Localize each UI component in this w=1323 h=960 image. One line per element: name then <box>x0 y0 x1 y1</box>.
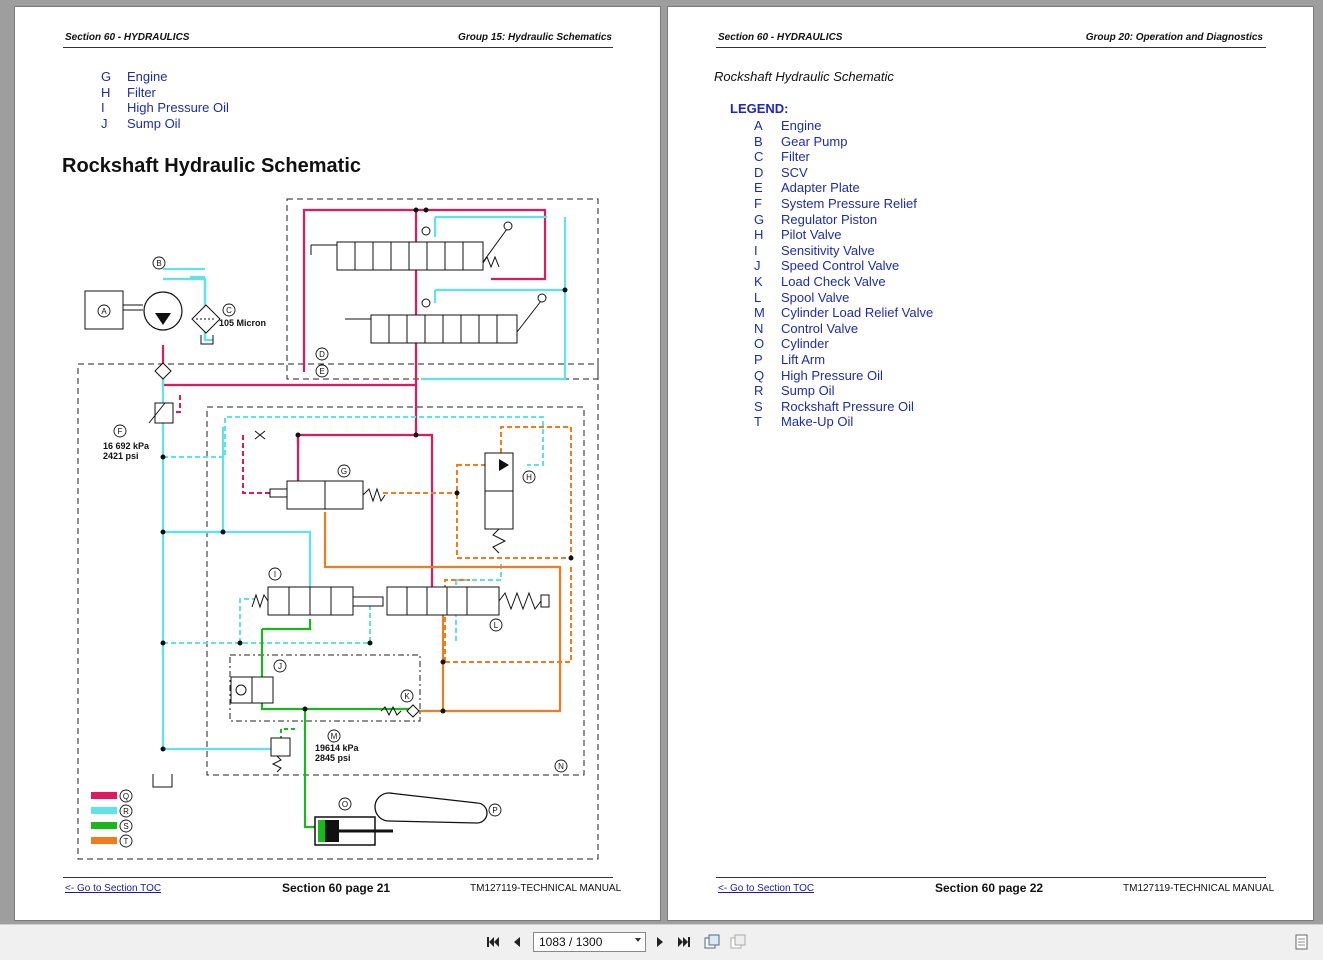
system-pressure-relief <box>154 402 174 424</box>
right-header-group: Group 20: Operation and Diagnostics <box>1085 32 1263 43</box>
lift-arm <box>388 792 488 824</box>
legend-heading: LEGEND: <box>730 101 789 116</box>
svg-text:S: S <box>123 822 128 831</box>
page-number: Section 60 page 21 <box>282 881 391 895</box>
go-to-section-toc-link[interactable]: <- Go to Section TOC <box>65 883 162 894</box>
svg-text:N: N <box>558 762 564 771</box>
page-number: Section 60 page 22 <box>935 881 1044 895</box>
adapter-plate-boundary <box>77 363 599 860</box>
svg-text:L: L <box>494 621 499 630</box>
color-key: Q R S T <box>91 789 133 848</box>
svg-text:M: M <box>331 732 338 741</box>
svg-text:G: G <box>341 467 347 476</box>
right-page: Section 60 - HYDRAULICS Group 20: Operat… <box>667 6 1314 921</box>
svg-text:E: E <box>319 367 324 376</box>
speed-control-boundary <box>229 654 421 722</box>
single-page-view-icon[interactable] <box>703 933 721 951</box>
right-header-rule <box>716 47 1266 48</box>
svg-text:J: J <box>278 662 282 671</box>
svg-text:2421 psi: 2421 psi <box>103 451 139 461</box>
last-page-icon[interactable] <box>675 933 693 951</box>
gear-pump <box>143 291 183 331</box>
right-footer-rule <box>716 877 1266 878</box>
left-footer-rule <box>63 877 613 878</box>
hydraulic-schematic: A B C 105 Micron D E <box>77 198 599 860</box>
left-page: Section 60 - HYDRAULICS Group 15: Hydrau… <box>14 6 661 921</box>
svg-text:16 692 kPa: 16 692 kPa <box>103 441 150 451</box>
page-title: Rockshaft Hydraulic Schematic <box>62 155 361 177</box>
svg-text:R: R <box>123 807 129 816</box>
scv-valve-2 <box>345 293 547 344</box>
svg-text:105 Micron: 105 Micron <box>219 318 266 328</box>
viewer-toolbar: 1083 / 1300 <box>0 924 1323 960</box>
svg-text:H: H <box>526 473 532 482</box>
svg-text:B: B <box>156 259 161 268</box>
svg-text:A: A <box>101 307 107 316</box>
left-header-group: Group 15: Hydraulic Schematics <box>458 32 612 43</box>
svg-text:19614 kPa: 19614 kPa <box>315 743 360 753</box>
svg-text:I: I <box>274 570 276 579</box>
svg-text:T: T <box>124 837 129 846</box>
svg-text:D: D <box>319 350 325 359</box>
svg-text:K: K <box>404 692 410 701</box>
next-page-icon[interactable] <box>651 933 669 951</box>
manual-id: TM127119-TECHNICAL MANUAL <box>1123 883 1275 894</box>
prev-page-icon[interactable] <box>508 933 526 951</box>
scv-boundary <box>286 198 599 380</box>
chevron-down-icon[interactable] <box>635 938 641 942</box>
first-page-icon[interactable] <box>484 933 502 951</box>
svg-text:C: C <box>226 306 232 315</box>
svg-text:F: F <box>118 427 123 436</box>
svg-text:O: O <box>342 800 348 809</box>
left-header-rule <box>63 47 613 48</box>
go-to-section-toc-link[interactable]: <- Go to Section TOC <box>718 883 815 894</box>
cylinder-load-relief <box>270 737 291 757</box>
manual-id: TM127119-TECHNICAL MANUAL <box>470 883 622 894</box>
left-header-section: Section 60 - HYDRAULICS <box>65 32 190 43</box>
svg-text:Q: Q <box>123 792 129 801</box>
schematic-caption: Rockshaft Hydraulic Schematic <box>714 69 894 84</box>
scv-valve-1 <box>310 221 513 271</box>
svg-text:2845 psi: 2845 psi <box>315 753 351 763</box>
control-valve-boundary <box>206 406 585 776</box>
two-page-view-icon[interactable] <box>729 933 747 951</box>
document-icon[interactable] <box>1293 933 1311 951</box>
svg-text:P: P <box>492 806 497 815</box>
right-header-section: Section 60 - HYDRAULICS <box>718 32 843 43</box>
page-number-field[interactable]: 1083 / 1300 <box>533 932 646 952</box>
spool-valve <box>386 586 500 616</box>
